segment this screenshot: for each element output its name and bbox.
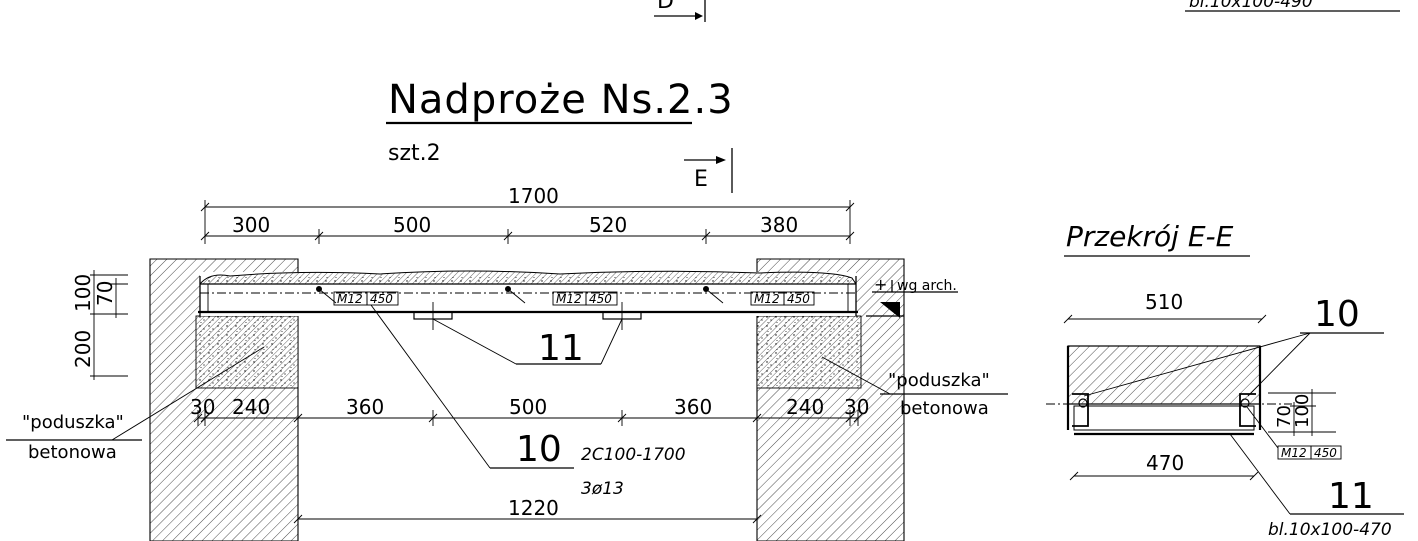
section-bolt-length: 450	[1314, 446, 1337, 460]
quantity-label: szt.2	[388, 141, 441, 166]
section-bolt-name: M12	[1281, 446, 1307, 460]
dim-left-100: 100	[71, 274, 95, 312]
section-item-beam-number: 10	[1314, 294, 1360, 335]
item-10-leader: 10 2C100-1700 3ø13	[370, 304, 686, 499]
right-wall	[756, 258, 905, 541]
dim-left-200: 200	[71, 330, 95, 368]
section-dim-70: 70	[1274, 405, 1295, 428]
dim-bottom-2: 240	[232, 395, 270, 419]
section-item-10-leader: 10	[1083, 294, 1384, 397]
cushion-left-line2: betonowa	[28, 442, 117, 463]
item-plate-number: 11	[538, 328, 584, 369]
section-item-11-leader: 11 bl.10x100-470	[1229, 433, 1404, 540]
bolt-length: 450	[370, 292, 393, 306]
dim-bottom-3: 360	[346, 395, 384, 419]
dim-bottom-6: 240	[786, 395, 824, 419]
cushion-label-left: "poduszka" betonowa	[6, 346, 265, 463]
svg-text:+: +	[874, 275, 887, 294]
page-title: Nadproże Ns.2.3	[388, 77, 734, 123]
section-marker-d: D	[657, 0, 674, 14]
dim-bottom-1: 30	[190, 395, 215, 419]
top-dimensions: 1700 300 500 520 380	[200, 184, 855, 244]
bolt-length: 450	[589, 292, 612, 306]
cushion-left-line1: "poduszka"	[22, 412, 124, 433]
dim-segment-4: 380	[760, 213, 798, 237]
section-right-dimensions: 100 70	[1268, 389, 1336, 436]
bolt-label-2: M12 450	[552, 291, 618, 306]
left-dimensions: 100 70 200	[71, 270, 128, 380]
bolt-label-3: M12 450	[750, 291, 815, 306]
main-title-block: Nadproże Ns.2.3 szt.2	[386, 77, 734, 166]
cushion-label-right: "poduszka" betonowa	[821, 356, 1008, 419]
cushion-right-line2: betonowa	[900, 398, 989, 419]
section-title: Przekrój E-E	[1066, 220, 1234, 253]
section-marker-e-letter: E	[694, 167, 708, 192]
section-dim-100: 100	[1292, 394, 1313, 428]
section-plate-spec: bl.10x100-470	[1268, 520, 1392, 540]
top-fragment: D bl.10x100-490	[654, 0, 1400, 22]
dim-total-length: 1700	[508, 184, 559, 208]
item-beam-number: 10	[516, 429, 562, 470]
section-marker-e: E	[684, 148, 733, 193]
bolt-name: M12	[556, 292, 582, 306]
left-wall	[149, 258, 299, 541]
beam-spec-bars: 3ø13	[581, 479, 624, 499]
opening-span-dimension: 1220	[293, 496, 762, 524]
bolt-markers: M12 450 M12 450 M12 450	[316, 286, 815, 306]
dim-segment-2: 500	[393, 213, 431, 237]
section-bolt-label: M12 450	[1246, 406, 1342, 460]
dim-opening-span: 1220	[508, 496, 559, 520]
section-width-bottom: 470	[1146, 451, 1184, 475]
bolt-name: M12	[337, 292, 363, 306]
level-label: wg arch.	[897, 278, 957, 294]
section-title-block: Przekrój E-E	[1064, 220, 1250, 257]
dim-bottom-4: 500	[509, 395, 547, 419]
dim-bottom-7: 30	[844, 395, 869, 419]
dim-segment-1: 300	[232, 213, 270, 237]
dim-segment-3: 520	[589, 213, 627, 237]
dim-bottom-5: 360	[674, 395, 712, 419]
bolt-length: 450	[787, 292, 810, 306]
section-item-plate-number: 11	[1328, 476, 1374, 517]
bolt-name: M12	[754, 292, 780, 306]
section-width-top: 510	[1145, 290, 1183, 314]
level-marker: + wg arch.	[866, 275, 958, 318]
beam-spec-profile: 2C100-1700	[581, 445, 686, 465]
dim-left-70: 70	[93, 281, 117, 306]
section-body	[1046, 345, 1292, 436]
section-dimension-bottom: 470	[1069, 451, 1259, 481]
item-11-leader: 11	[432, 318, 623, 369]
lintel-beam	[198, 270, 858, 330]
fragment-plate-label: bl.10x100-490	[1189, 0, 1313, 12]
cushion-right-line1: "poduszka"	[888, 370, 990, 391]
bolt-label-1: M12 450	[333, 291, 399, 306]
bottom-dimensions: 30 240 360 500 360 240 30	[190, 395, 869, 426]
section-dimension-top: 510	[1063, 290, 1267, 324]
